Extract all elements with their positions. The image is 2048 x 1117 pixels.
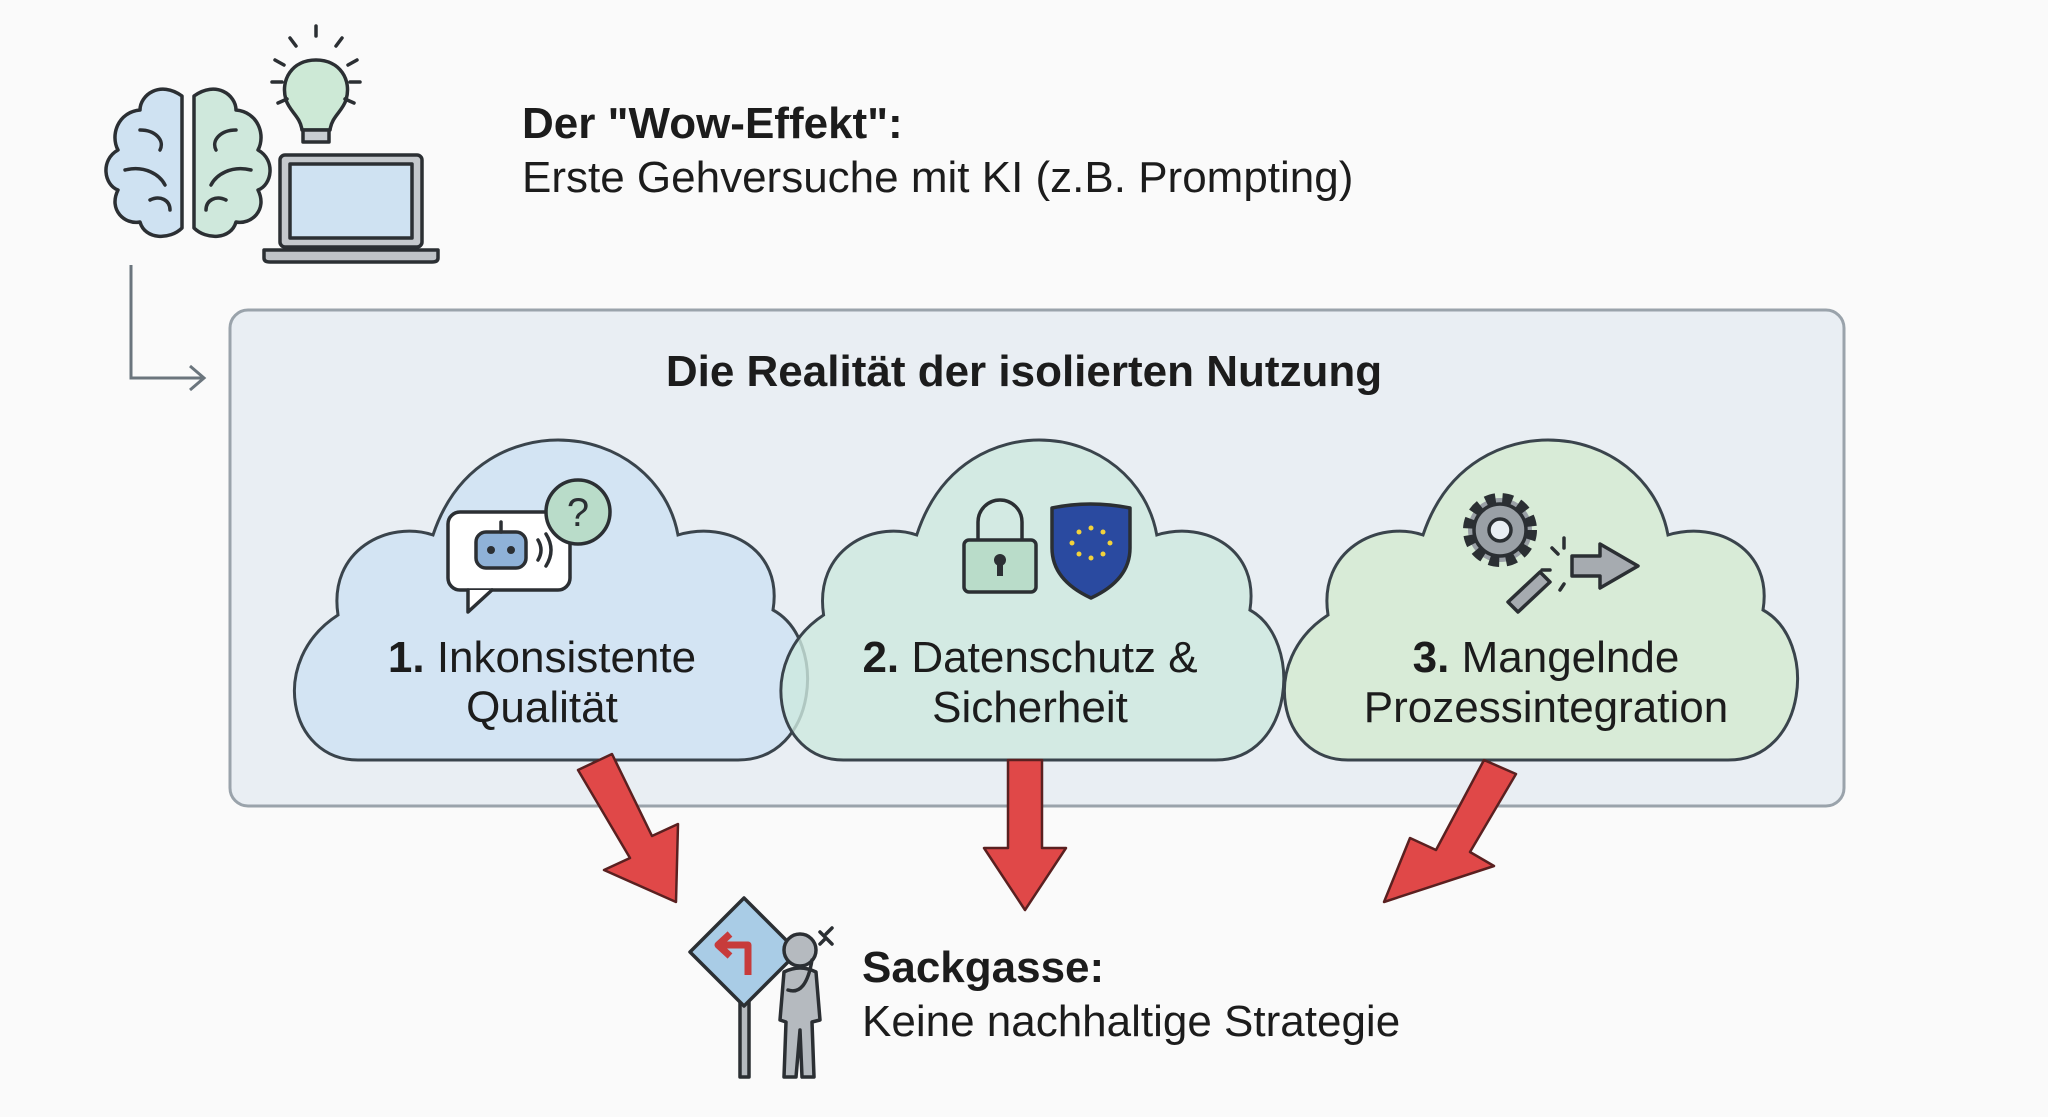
problem-cloud-2: 2. Datenschutz & Sicherheit (779, 438, 1286, 762)
flow-arrow (129, 265, 207, 392)
outcome-subtitle: Keine nachhaltige Strategie (862, 997, 1400, 1046)
problem-2-line2: Sicherheit (932, 683, 1128, 732)
problem-cloud-1: ? 1. Inkonsistente Qualität (292, 438, 810, 762)
gear-icon (1463, 493, 1537, 567)
problem-1-line1: 1. Inkonsistente (388, 633, 696, 682)
brain-icon (104, 87, 272, 238)
problem-3-line2: Prozessintegration (1364, 683, 1728, 732)
problem-3-line1: 3. Mangelnde (1413, 633, 1680, 682)
eu-shield-icon (1050, 502, 1132, 600)
problem-cloud-3: 3. Mangelnde Prozessintegration (1282, 438, 1800, 762)
reality-title: Die Realität der isolierten Nutzung (666, 347, 1382, 396)
down-arrow-3 (1382, 758, 1518, 904)
intro-subtitle: Erste Gehversuche mit KI (z.B. Prompting… (522, 153, 1353, 202)
outcome-title: Sackgasse: (862, 943, 1104, 992)
svg-text:?: ? (567, 491, 589, 535)
problem-2-line1: 2. Datenschutz & (862, 633, 1197, 682)
laptop-icon (262, 153, 440, 264)
confused-person-icon (778, 926, 834, 1079)
chatbot-icon: ? (446, 478, 612, 614)
intro-title: Der "Wow-Effekt": (522, 99, 903, 148)
down-arrow-1 (576, 752, 680, 904)
lightbulb-icon (270, 24, 362, 144)
problem-1-line2: Qualität (466, 683, 618, 732)
down-arrow-2 (982, 758, 1068, 912)
broken-arrow-icon (1506, 536, 1640, 614)
dead-end-sign-icon (688, 896, 800, 1079)
padlock-icon (962, 498, 1038, 594)
